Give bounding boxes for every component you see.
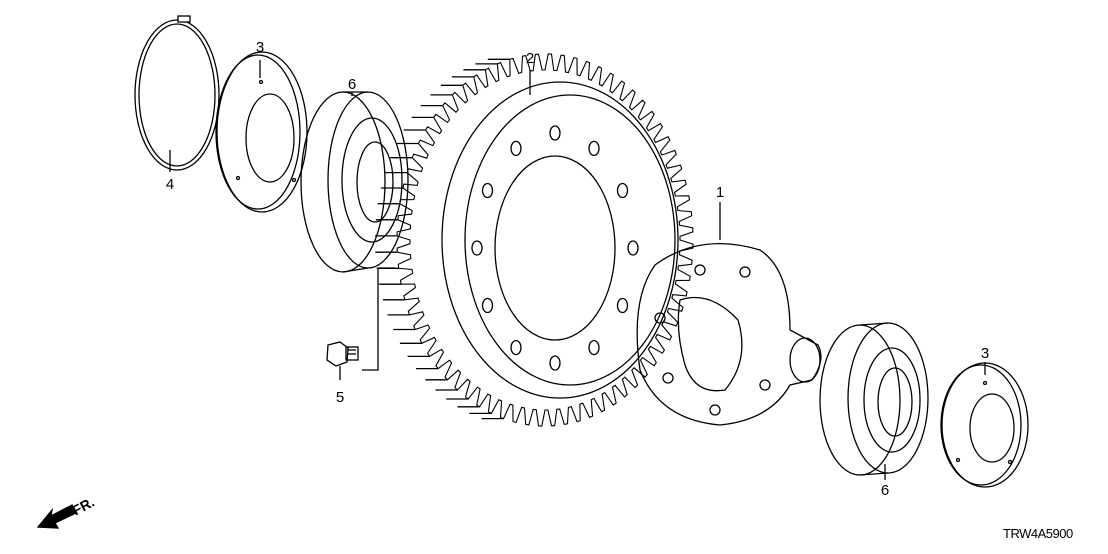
- label-snap-ring: 4: [165, 176, 175, 193]
- ball-bearing-left[interactable]: [300, 91, 409, 273]
- bolt-hole: [510, 339, 522, 356]
- label-washer-left: 3: [255, 39, 265, 56]
- snap-ring[interactable]: [134, 15, 220, 172]
- final-driven-gear[interactable]: [375, 53, 694, 427]
- bolt-hole: [616, 297, 629, 314]
- differential-case[interactable]: [636, 202, 822, 426]
- bolt-hole: [549, 125, 561, 141]
- label-gear: 2: [525, 50, 535, 67]
- label-bearing-right: 6: [880, 482, 890, 499]
- bolt-hole: [510, 140, 522, 157]
- front-direction-arrow-icon: [36, 504, 77, 529]
- bolt[interactable]: [326, 341, 359, 380]
- thrust-shim-left[interactable]: [215, 51, 308, 213]
- ball-bearing-right[interactable]: [819, 322, 929, 480]
- bracket-line: [362, 267, 395, 371]
- label-washer-right: 3: [980, 345, 990, 362]
- label-differential-case: 1: [715, 184, 725, 201]
- bolt-hole: [481, 182, 494, 199]
- thrust-shim-right[interactable]: [940, 362, 1029, 488]
- label-bearing-left: 6: [347, 76, 357, 93]
- bolt-hole: [616, 182, 629, 199]
- bolt-hole: [481, 297, 494, 314]
- bolt-hole: [588, 140, 600, 157]
- bolt-hole: [549, 355, 561, 371]
- label-bolt: 5: [335, 389, 345, 406]
- diagram-code: TRW4A5900: [1003, 526, 1073, 541]
- bolt-hole: [627, 240, 639, 256]
- bolt-hole: [588, 339, 600, 356]
- bolt-hole: [471, 240, 483, 256]
